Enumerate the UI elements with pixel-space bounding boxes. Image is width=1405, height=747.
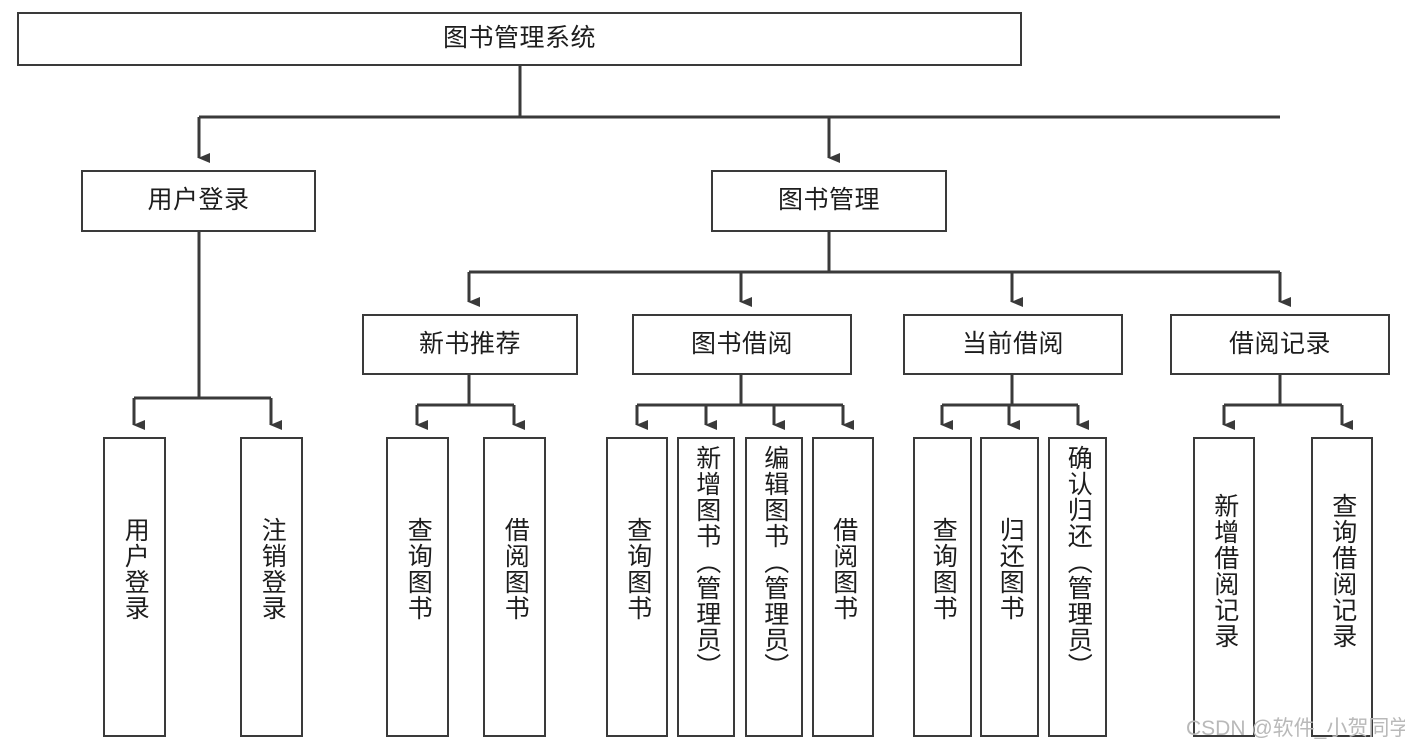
node-leaf-query-book-2-label: 查询图书 <box>623 517 652 621</box>
node-book-manage-label: 图书管理 <box>777 186 880 215</box>
node-leaf-query-record[interactable]: 查询借阅记录 <box>1311 437 1373 737</box>
node-leaf-query-book-1-label: 查询图书 <box>404 517 433 621</box>
node-leaf-confirm-return[interactable]: 确认归还（管理员） <box>1048 437 1107 737</box>
node-leaf-query-record-label: 查询借阅记录 <box>1328 493 1357 649</box>
node-leaf-edit-book[interactable]: 编辑图书（管理员） <box>745 437 803 737</box>
csdn-watermark-text: CSDN @软件_小贺同学 <box>1186 717 1405 740</box>
node-book-manage[interactable]: 图书管理 <box>711 170 947 232</box>
node-borrow-record[interactable]: 借阅记录 <box>1170 314 1390 375</box>
node-leaf-query-book-1[interactable]: 查询图书 <box>386 437 449 737</box>
node-leaf-edit-book-label: 编辑图书（管理员） <box>760 445 789 679</box>
node-root[interactable]: 图书管理系统 <box>17 12 1022 66</box>
node-book-borrow-label: 图书借阅 <box>690 329 793 358</box>
node-leaf-logout-label: 注销登录 <box>258 517 287 621</box>
node-book-borrow[interactable]: 图书借阅 <box>632 314 852 375</box>
node-leaf-add-record[interactable]: 新增借阅记录 <box>1193 437 1255 737</box>
node-leaf-query-book-3[interactable]: 查询图书 <box>913 437 972 737</box>
node-leaf-add-book[interactable]: 新增图书（管理员） <box>677 437 735 737</box>
node-leaf-borrow-book-1-label: 借阅图书 <box>501 517 530 621</box>
node-leaf-query-book-2[interactable]: 查询图书 <box>606 437 668 737</box>
node-leaf-add-book-label: 新增图书（管理员） <box>692 445 721 679</box>
node-leaf-user-login-label: 用户登录 <box>121 517 150 621</box>
csdn-watermark: CSDN @软件_小贺同学 <box>1186 712 1405 742</box>
node-leaf-user-login[interactable]: 用户登录 <box>103 437 166 737</box>
node-leaf-add-record-label: 新增借阅记录 <box>1210 493 1239 649</box>
node-leaf-logout[interactable]: 注销登录 <box>240 437 303 737</box>
node-leaf-confirm-return-label: 确认归还（管理员） <box>1064 445 1093 679</box>
node-leaf-borrow-book-2-label: 借阅图书 <box>829 517 858 621</box>
node-leaf-return-book-label: 归还图书 <box>996 517 1025 621</box>
node-new-book-recommend-label: 新书推荐 <box>418 329 521 358</box>
node-current-borrow[interactable]: 当前借阅 <box>903 314 1123 375</box>
node-borrow-record-label: 借阅记录 <box>1228 329 1331 358</box>
node-user-login[interactable]: 用户登录 <box>81 170 316 232</box>
node-new-book-recommend[interactable]: 新书推荐 <box>362 314 578 375</box>
node-current-borrow-label: 当前借阅 <box>961 329 1064 358</box>
node-user-login-label: 用户登录 <box>147 186 250 215</box>
node-leaf-borrow-book-2[interactable]: 借阅图书 <box>812 437 874 737</box>
node-leaf-borrow-book-1[interactable]: 借阅图书 <box>483 437 546 737</box>
node-root-label: 图书管理系统 <box>442 24 596 53</box>
node-leaf-query-book-3-label: 查询图书 <box>929 517 958 621</box>
node-leaf-return-book[interactable]: 归还图书 <box>980 437 1039 737</box>
